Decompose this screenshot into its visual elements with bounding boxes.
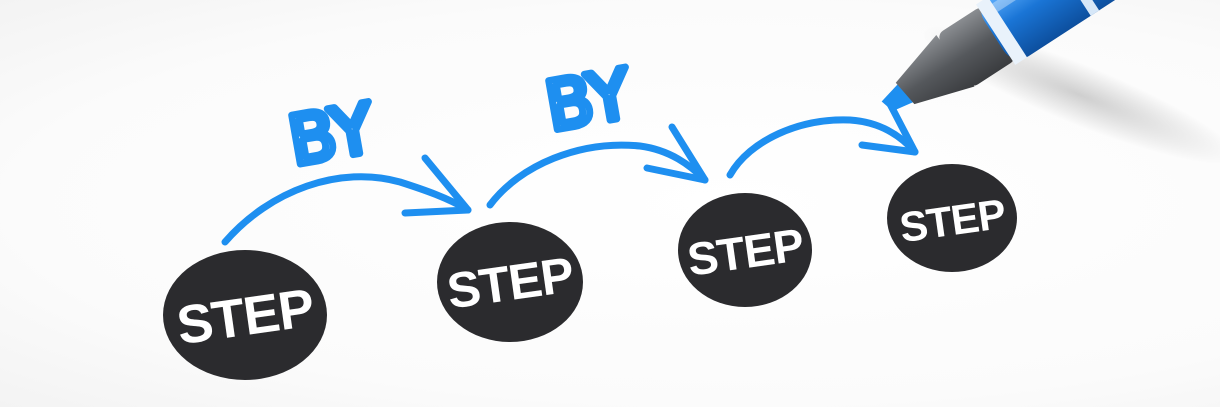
marker-pen-icon <box>881 0 1220 112</box>
step-circle <box>163 250 327 380</box>
step-circle <box>437 222 583 342</box>
by-label: BY <box>540 55 637 148</box>
curved-arrow-icon <box>486 123 709 209</box>
step-circle <box>678 193 812 307</box>
curved-arrow-icon <box>221 154 472 246</box>
step-badge-2: STEP <box>437 222 583 342</box>
step-badge-1: STEP <box>163 250 327 380</box>
step-circle <box>887 164 1017 272</box>
step-badge-3: STEP <box>678 193 812 307</box>
by-label: BY <box>283 89 380 182</box>
curved-arrow-icon <box>726 100 919 179</box>
step-badge-4: STEP <box>887 164 1017 272</box>
